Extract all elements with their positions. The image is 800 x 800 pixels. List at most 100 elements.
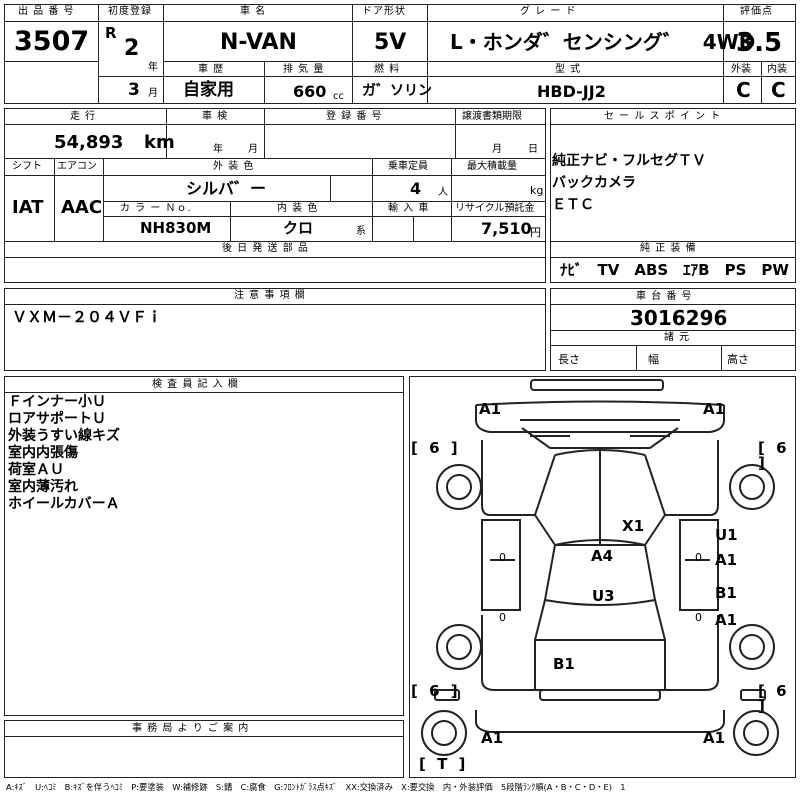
reg-no-label: 登 録 番 号 <box>326 111 383 122</box>
int-color: クロ <box>283 219 314 237</box>
max-load-unit: kg <box>530 184 544 197</box>
import-label: 輸 入 車 <box>388 203 430 214</box>
damage-mark: 0 <box>499 611 506 624</box>
height-label: 高さ <box>727 353 749 366</box>
damage-mark: B1 <box>553 655 575 673</box>
header-block <box>4 4 796 104</box>
sales-point-1: 純正ナビ・フルセグＴＶ <box>552 153 706 169</box>
damage-mark: A1 <box>703 400 726 418</box>
spec-label: 諸 元 <box>664 332 691 343</box>
caution-text: ＶＸＭ－２０４ＶＦｉ <box>12 308 163 326</box>
ext-color: シルバ゛ー <box>186 179 267 198</box>
wheel-score-mark: [ 6 ] <box>411 682 461 700</box>
era: R <box>105 24 117 42</box>
damage-mark: U3 <box>592 587 615 605</box>
displacement: 660 <box>293 82 327 101</box>
lot-no-label: 出 品 番 号 <box>18 6 75 17</box>
wheel-score-mark: [ 6 ] <box>758 439 790 472</box>
damage-mark: B1 <box>715 584 737 602</box>
history-label: 車 歴 <box>198 64 225 75</box>
chassis-number: 3016296 <box>630 306 728 330</box>
inspector-note: 室内内張傷 <box>8 445 78 461</box>
ac: AAC <box>61 197 103 218</box>
mileage: 54,893 <box>54 132 124 153</box>
mileage-label: 走 行 <box>70 111 97 122</box>
door-type: 5V <box>374 30 407 55</box>
damage-mark: X1 <box>622 517 645 535</box>
shift: IAT <box>12 197 44 218</box>
model-code: HBD-JJ2 <box>537 82 606 101</box>
damage-mark: 0 <box>695 611 702 624</box>
recycle-unit: 円 <box>530 226 541 239</box>
genuine-equipment: ﾅﾋﾞ TV ABS ｴｱB PS PW <box>560 261 789 279</box>
capacity-label: 乗車定員 <box>388 161 428 172</box>
transfer-day-unit: 日 <box>528 144 538 155</box>
inspection-month-unit: 月 <box>248 144 258 155</box>
legend-text: A:ｷｽﾞ U:ﾍｺﾐ B:ｷｽﾞを伴うﾍｺﾐ P:要塗装 W:補修跡 S:錆 … <box>6 782 626 792</box>
inspector-note: 外装うすい線キズ <box>8 428 120 444</box>
damage-mark: A4 <box>591 547 614 565</box>
grade-label: グ レ ー ド <box>520 6 577 17</box>
damage-mark: U1 <box>715 526 738 544</box>
caution-label: 注 意 事 項 欄 <box>234 290 306 301</box>
inspector-note: Ｆインナー小Ｕ <box>8 394 106 410</box>
ac-label: エアコン <box>57 161 97 172</box>
transfer-month-unit: 月 <box>492 144 502 155</box>
int-grade: C <box>771 78 786 102</box>
lot-number: 3507 <box>14 26 90 57</box>
score: 3.5 <box>736 28 783 58</box>
first-reg-label: 初度登録 <box>108 6 152 17</box>
score-label: 評価点 <box>740 6 773 17</box>
capacity-unit: 人 <box>438 187 448 198</box>
inspector-label: 検 査 員 記 入 欄 <box>152 379 239 390</box>
inspection-year-unit: 年 <box>213 144 223 155</box>
fuel: ガ゛ソリン <box>362 83 432 99</box>
displacement-label: 排 気 量 <box>283 64 325 75</box>
int-grade-label: 内装 <box>767 64 787 75</box>
recycle-label: リサイクル預託金 <box>455 203 535 214</box>
fuel-label: 燃 料 <box>374 64 401 75</box>
displacement-unit: cc <box>333 91 344 102</box>
int-color-unit: 系 <box>356 226 366 237</box>
damage-diagram-block <box>409 376 796 778</box>
inspector-block <box>4 376 404 716</box>
wheel-score-mark: [ 6 ] <box>411 439 461 457</box>
inspector-note: 荷室ＡＵ <box>8 462 64 478</box>
max-load-label: 最大積載量 <box>467 161 517 172</box>
damage-mark: A1 <box>703 729 726 747</box>
color-no-label: カ ラ ー Ｎｏ. <box>120 203 192 214</box>
int-color-label: 内 装 色 <box>277 203 319 214</box>
chassis-block <box>550 288 796 371</box>
damage-mark: A1 <box>479 400 502 418</box>
office-block <box>4 720 404 778</box>
door-label: ドア形状 <box>362 6 406 17</box>
car-name-label: 車 名 <box>240 6 267 17</box>
sales-point-3: ＥＴＣ <box>552 197 594 213</box>
model-label: 型 式 <box>555 64 582 75</box>
damage-mark: 0 <box>499 551 506 564</box>
wheel-score-mark: [ 6 ] <box>758 682 790 715</box>
ext-grade-label: 外装 <box>731 64 751 75</box>
capacity: 4 <box>410 179 422 198</box>
history: 自家用 <box>183 80 234 100</box>
inspector-note: ロアサポートＵ <box>8 411 106 427</box>
inspector-note: ホイールカバーＡ <box>8 496 120 512</box>
sales-point-2: バックカメラ <box>552 175 636 191</box>
damage-mark: A1 <box>715 611 738 629</box>
office-label: 事 務 局 よ り ご 案 内 <box>132 723 250 734</box>
ext-grade: C <box>736 78 751 102</box>
t-mark: [ T ] <box>419 755 469 773</box>
reg-year: 2 <box>124 36 140 61</box>
caution-block <box>4 288 546 371</box>
year-unit: 年 <box>148 62 158 73</box>
chassis-label: 車 台 番 号 <box>636 291 693 302</box>
recycle-fee: 7,510 <box>481 219 532 238</box>
damage-mark: 0 <box>695 551 702 564</box>
grade: L・ホンダ゛センシング゛ 4WD <box>450 30 756 54</box>
sales-points-block <box>550 108 796 283</box>
mileage-unit: km <box>144 132 175 153</box>
damage-mark: A1 <box>481 729 504 747</box>
inspector-notes: Ｆインナー小Ｕ ロアサポートＵ 外装うすい線キズ 室内内張傷 荷室ＡＵ 室内薄汚… <box>8 394 120 513</box>
shift-label: シフト <box>12 161 42 172</box>
